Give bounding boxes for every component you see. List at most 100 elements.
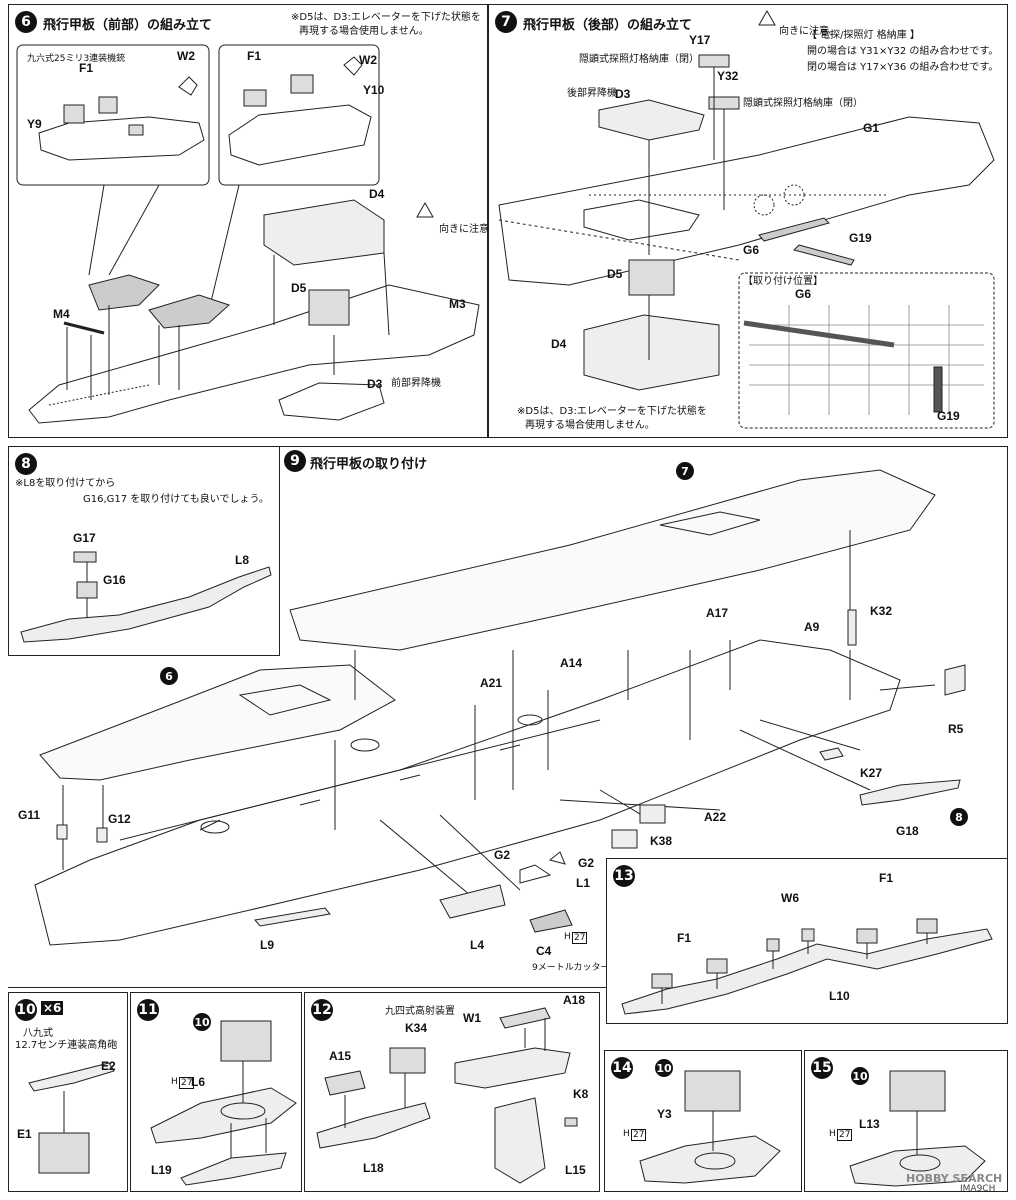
part-Y3: Y3 <box>657 1107 672 1121</box>
step7-number: 7 <box>495 11 517 33</box>
part-G19: G19 <box>849 231 872 245</box>
step9-panel <box>8 446 1008 988</box>
part-D5-rear: D5 <box>607 267 623 281</box>
part-D4-rear: D4 <box>551 337 567 351</box>
step13-drawing <box>621 918 993 1015</box>
step6-note-line2: 再現する場合使用しません。 <box>299 26 429 37</box>
step15-number: 15 <box>811 1057 833 1079</box>
part-L9: L9 <box>260 938 275 952</box>
step6-elevator-label: 前部昇降機 <box>391 378 441 389</box>
watermark: HOBBY SEARCH <box>906 1172 1003 1185</box>
step11-number: 11 <box>137 999 159 1021</box>
part-L1: L1 <box>576 876 591 890</box>
step7-hidden-store-1: 隠顕式探照灯格納庫（閉） <box>579 54 699 65</box>
part-M3: M3 <box>449 297 466 311</box>
part-Y9: Y9 <box>27 117 42 131</box>
part-E1: E1 <box>17 1127 32 1141</box>
part-K32: K32 <box>870 604 893 618</box>
step9-ref-8: 8 <box>950 808 968 826</box>
part-G6: G6 <box>743 243 760 257</box>
part-W6: W6 <box>781 891 799 905</box>
part-G2-a: G2 <box>494 848 511 862</box>
part-A22: A22 <box>704 810 727 824</box>
part-F1-13b: F1 <box>879 871 894 885</box>
part-F1-13a: F1 <box>677 931 692 945</box>
part-M4: M4 <box>53 307 70 321</box>
step7-panel: 7 飛行甲板（後部）の組み立て 向きに注意。 Y17 Y32 隠顕式探照灯格納庫… <box>488 4 1008 438</box>
part-W2-b: W2 <box>359 53 377 67</box>
part-F1-a: F1 <box>79 61 94 75</box>
part-A15: A15 <box>329 1049 352 1063</box>
step10-label-line1: 八九式 <box>23 1028 53 1039</box>
part-L18: L18 <box>363 1161 384 1175</box>
step11-h-label: H <box>171 1077 178 1087</box>
part-G17: G17 <box>73 531 96 545</box>
step14-ref-10: 10 <box>655 1059 673 1077</box>
part-L4: L4 <box>470 938 485 952</box>
part-G11: G11 <box>18 808 41 822</box>
step7-rear-elevator: 後部昇降機 <box>567 88 617 99</box>
step7-box-title: 【 電探/探照灯 格納庫 】 <box>807 30 920 41</box>
step9-ref-6: 6 <box>160 667 178 685</box>
part-L6: L6 <box>191 1075 206 1089</box>
part-D3: D3 <box>367 377 383 391</box>
step10-number: 10 <box>15 999 37 1021</box>
part-G19-position: G19 <box>937 409 960 423</box>
part-Y10: Y10 <box>363 83 385 97</box>
step8-drawing <box>20 551 272 643</box>
step7-title: 飛行甲板（後部）の組み立て <box>523 18 693 33</box>
step14-h-label: H <box>623 1129 630 1139</box>
part-G2-b: G2 <box>578 856 595 870</box>
step12-drawing <box>316 1007 578 1184</box>
step11-h27-box: 27 <box>179 1077 195 1089</box>
step9-area <box>280 446 1008 656</box>
step9-number: 9 <box>284 450 306 472</box>
step10-drawing <box>28 1062 115 1174</box>
step7-box-line2: 閉の場合は Y17×Y36 の組み合わせです。 <box>807 62 999 73</box>
step8-panel: 8 ※L8を取り付けてから G16,G17 を取り付けても良いでしょう。 G17… <box>8 446 280 656</box>
part-L19: L19 <box>151 1163 172 1177</box>
step6-drawing <box>16 44 480 424</box>
step6-panel: 6 飛行甲板（前部）の組み立て ※D5は、D3:エレベーターを下げた状態を 再現… <box>8 4 499 438</box>
step6-note-line1: ※D5は、D3:エレベーターを下げた状態を <box>291 12 481 23</box>
step13-panel: 13 F1 W6 F1 L10 <box>606 858 1008 1024</box>
part-G6-position: G6 <box>795 287 812 301</box>
step6-title: 飛行甲板（前部）の組み立て <box>43 18 213 33</box>
part-K34: K34 <box>405 1021 428 1035</box>
part-K8: K8 <box>573 1087 589 1101</box>
step15-ref-10: 10 <box>851 1067 869 1085</box>
step7-box-line1: 開の場合は Y31×Y32 の組み合わせです。 <box>807 46 999 57</box>
step9-title: 飛行甲板の取り付け <box>310 457 428 472</box>
step8-number: 8 <box>15 453 37 475</box>
part-Y17: Y17 <box>689 33 711 47</box>
step9-cutter-label: 9メートルカッター <box>532 963 610 973</box>
part-E2: E2 <box>101 1059 116 1073</box>
step6-gun-label: 九六式25ミリ3連装機銃 <box>27 54 126 64</box>
step11-ref-10: 10 <box>193 1013 211 1031</box>
step7-drawing <box>498 9 995 429</box>
part-L10: L10 <box>829 989 850 1003</box>
step7-note-line1: ※D5は、D3:エレベーターを下げた状態を <box>517 406 707 417</box>
step7-note-line2: 再現する場合使用しません。 <box>525 420 655 431</box>
step9-h-label: H <box>564 932 571 942</box>
part-A9: A9 <box>804 620 820 634</box>
step7-hidden-store-2: 隠顕式探照灯格納庫（閉） <box>743 98 863 109</box>
step10-multiplier: ×6 <box>41 1001 64 1015</box>
part-K27: K27 <box>860 766 883 780</box>
step13-number: 13 <box>613 865 635 887</box>
part-L8: L8 <box>235 553 250 567</box>
step15-drawing <box>849 1070 986 1187</box>
part-D4: D4 <box>369 187 385 201</box>
step15-panel: 15 10 L13 H 27 <box>804 1050 1008 1192</box>
step6-number: 6 <box>15 11 37 33</box>
step10-label-line2: 12.7センチ連装高角砲 <box>15 1040 118 1051</box>
part-G12: G12 <box>108 812 131 826</box>
step15-h-label: H <box>829 1129 836 1139</box>
footer-code: IMA9CH <box>960 1184 996 1194</box>
part-F1-b: F1 <box>247 49 262 63</box>
part-L13: L13 <box>859 1117 880 1131</box>
part-A21: A21 <box>480 676 503 690</box>
step8-note-line1: ※L8を取り付けてから <box>15 478 116 489</box>
step12-number: 12 <box>311 999 333 1021</box>
step14-h27-box: 27 <box>631 1129 647 1141</box>
